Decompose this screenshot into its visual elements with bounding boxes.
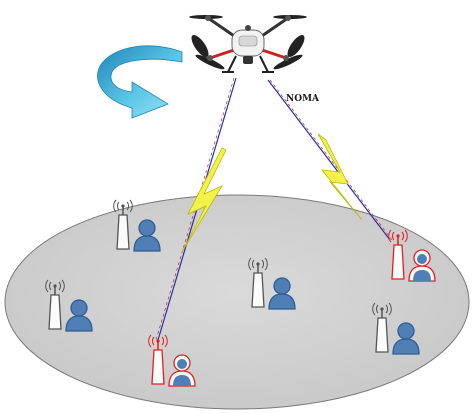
user-icon [168, 354, 196, 387]
beam-right [267, 79, 391, 241]
idle-node [248, 257, 296, 310]
rotation-arrow-icon [97, 45, 183, 119]
lightning-bolt-icon [181, 147, 227, 253]
drone-icon [189, 15, 307, 73]
served-node-right [388, 229, 436, 282]
antenna-icon [388, 229, 408, 280]
idle-node [372, 302, 420, 355]
user-icon [133, 219, 161, 252]
user-icon [268, 277, 296, 310]
idle-node [45, 279, 93, 332]
lightning-bolt-icon [317, 133, 363, 221]
served-node-left [148, 334, 196, 387]
ground-nodes [45, 199, 436, 387]
antenna-icon [113, 199, 133, 250]
user-icon [408, 249, 436, 282]
idle-node [113, 199, 161, 252]
user-icon [65, 299, 93, 332]
antenna-icon [148, 334, 168, 385]
antenna-icon [248, 257, 268, 308]
antenna-icon [45, 279, 65, 330]
noma-label: NOMA [286, 94, 320, 104]
antenna-icon [372, 302, 392, 353]
user-icon [392, 322, 420, 355]
